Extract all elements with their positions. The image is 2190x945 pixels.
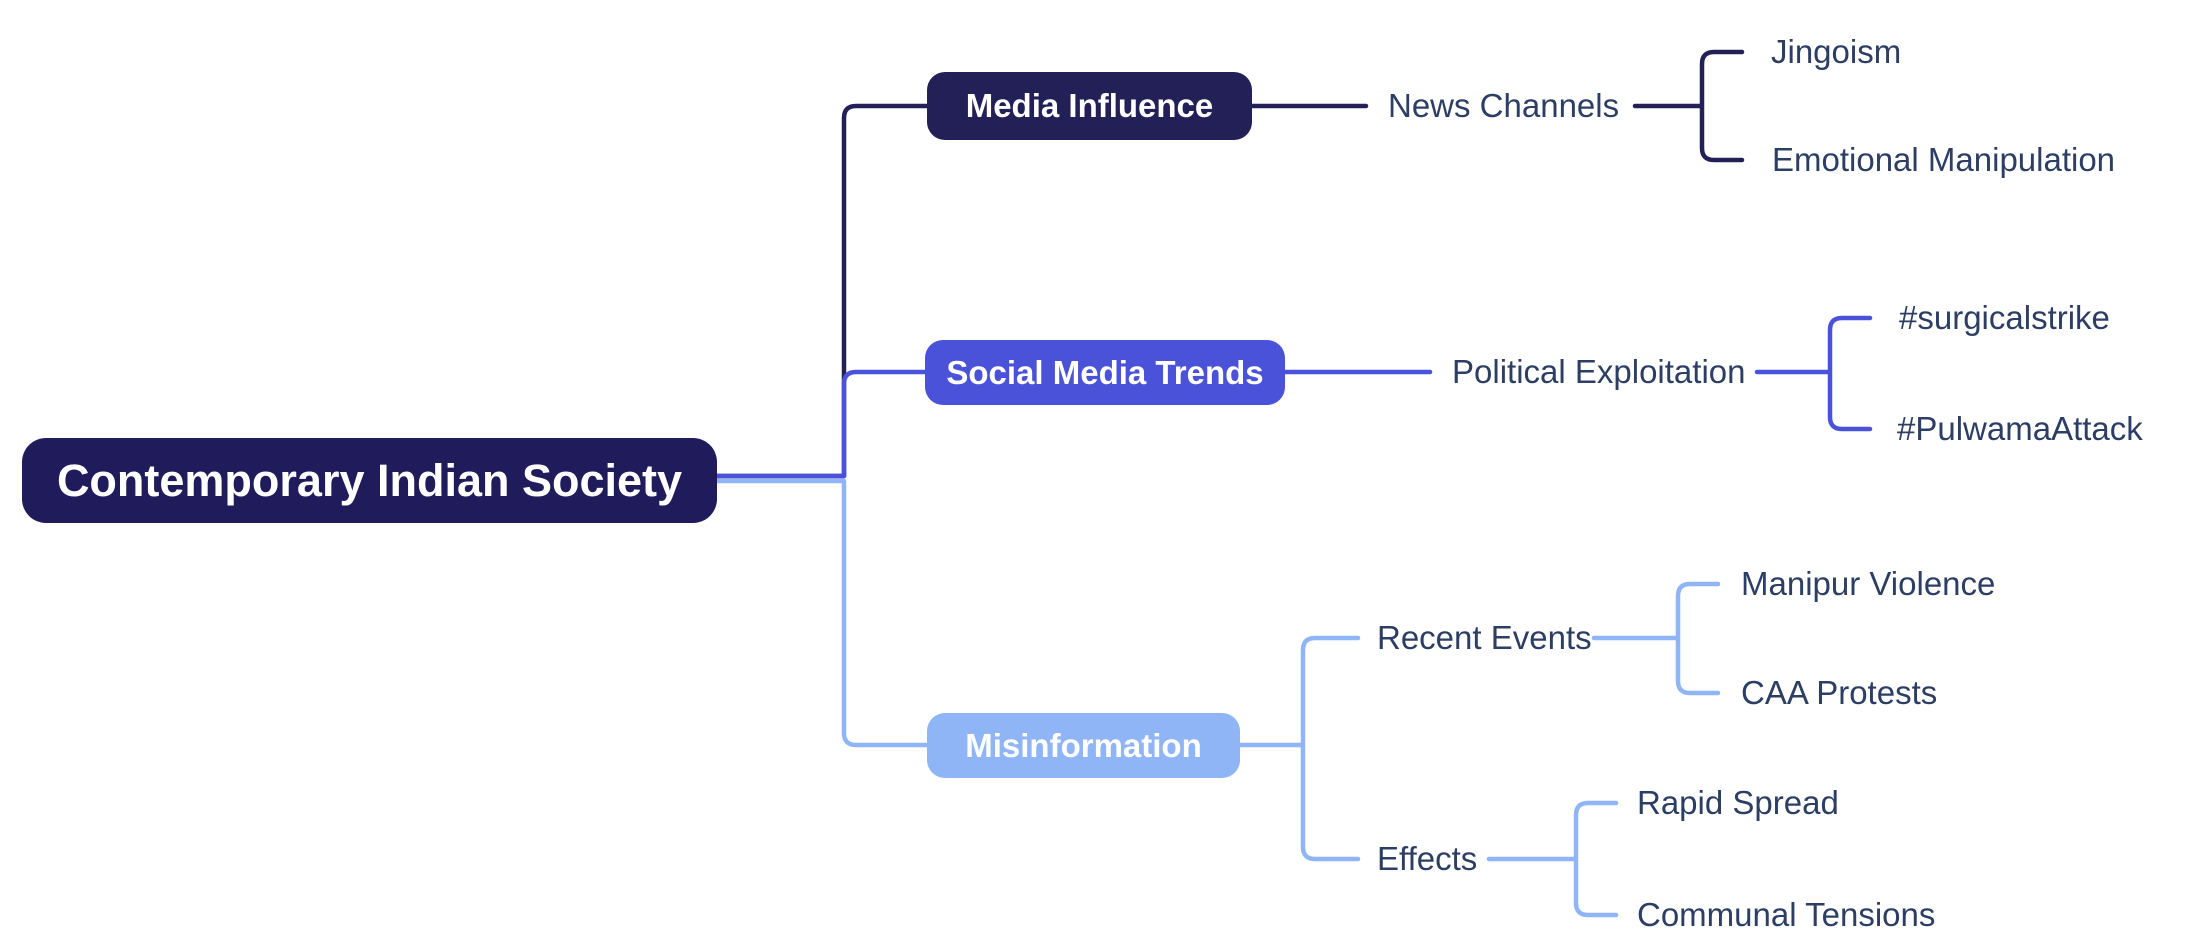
topic-emotional-manipulation[interactable]: Emotional Manipulation bbox=[1772, 141, 2116, 179]
topic-jingoism[interactable]: Jingoism bbox=[1771, 33, 1902, 71]
topic-surgicalstrike-hashtag[interactable]: #surgicalstrike bbox=[1899, 299, 2110, 337]
branch-node-social-media-trends[interactable]: Social Media Trends bbox=[925, 340, 1285, 405]
topic-pulwamaattack-hashtag[interactable]: #PulwamaAttack bbox=[1897, 410, 2143, 448]
topic-political-exploitation[interactable]: Political Exploitation bbox=[1452, 353, 1746, 391]
branch-node-label: Misinformation bbox=[965, 726, 1202, 764]
topic-communal-tensions[interactable]: Communal Tensions bbox=[1637, 896, 1936, 934]
connector-recent-events-bracket bbox=[1591, 581, 1721, 696]
root-node-label: Contemporary Indian Society bbox=[56, 454, 683, 506]
connector-root-to-media-influence bbox=[714, 103, 930, 479]
branch-node-label: Social Media Trends bbox=[946, 353, 1264, 391]
topic-manipur-violence[interactable]: Manipur Violence bbox=[1741, 565, 1996, 603]
topic-effects[interactable]: Effects bbox=[1377, 840, 1478, 878]
root-node-contemporary-indian-society[interactable]: Contemporary Indian Society bbox=[22, 438, 717, 523]
topic-rapid-spread[interactable]: Rapid Spread bbox=[1637, 784, 1839, 822]
connector-root-to-misinformation bbox=[714, 478, 930, 748]
connector-news-channels-bracket bbox=[1632, 49, 1745, 163]
topic-caa-protests[interactable]: CAA Protests bbox=[1741, 674, 1938, 712]
topic-news-channels[interactable]: News Channels bbox=[1388, 87, 1620, 125]
branch-node-misinformation[interactable]: Misinformation bbox=[927, 713, 1240, 778]
topic-recent-events[interactable]: Recent Events bbox=[1377, 619, 1592, 657]
connector-effects-bracket bbox=[1486, 800, 1619, 918]
connector-political-exploitation-bracket bbox=[1754, 315, 1873, 432]
connector-misinformation-fork bbox=[1237, 635, 1361, 862]
branch-node-media-influence[interactable]: Media Influence bbox=[927, 72, 1252, 140]
branch-node-label: Media Influence bbox=[965, 87, 1214, 124]
connector-root-to-social-media-trends bbox=[714, 369, 928, 479]
